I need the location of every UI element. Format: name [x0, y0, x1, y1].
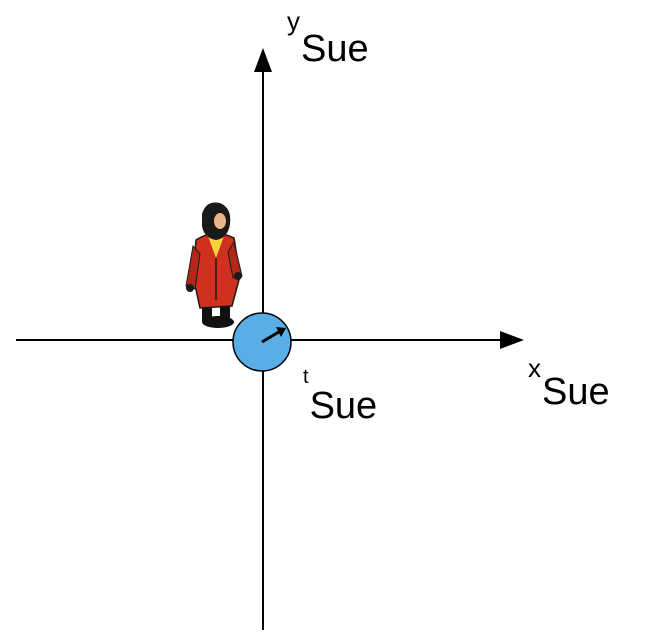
y-axis-label-base: y — [287, 6, 300, 36]
y-axis-label: ySue — [287, 8, 369, 68]
x-axis-label-subscript: Sue — [542, 371, 610, 413]
clock-label-subscript: Sue — [309, 385, 378, 427]
x-axis-label-base: x — [528, 353, 541, 383]
y-axis-arrowhead — [254, 48, 272, 72]
clock-label-base: t — [303, 366, 309, 388]
clock-icon — [232, 312, 292, 372]
x-axis-arrowhead — [500, 331, 524, 349]
y-axis-label-subscript: Sue — [301, 28, 369, 70]
clock-label: tSue — [303, 367, 377, 425]
person-figure — [185, 202, 243, 328]
x-axis-label: xSue — [528, 355, 610, 411]
